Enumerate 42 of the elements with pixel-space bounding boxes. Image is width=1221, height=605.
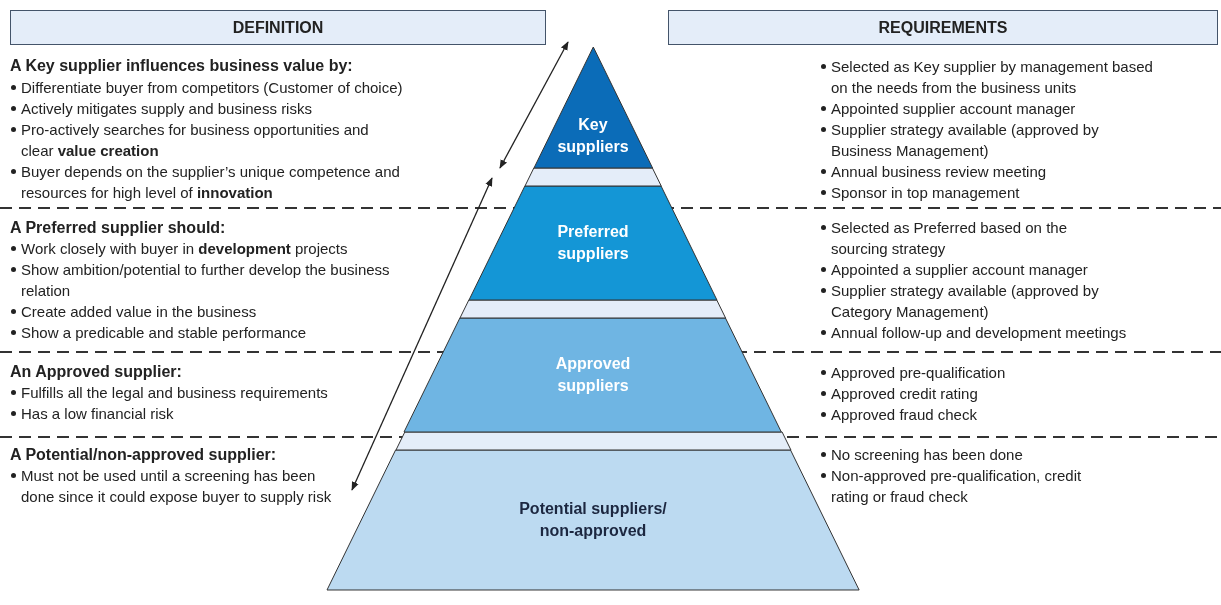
tier-label: Approved suppliers [554, 354, 632, 396]
header-text: REQUIREMENTS [878, 18, 1008, 37]
pyramid-tier [404, 318, 782, 432]
column-header [668, 10, 1218, 45]
tier-label: Preferred suppliers [556, 222, 630, 264]
pyramid-tier [469, 186, 717, 300]
bullet-text: Appointed a supplier account manager [820, 259, 1221, 280]
bullet-text: Pro-actively searches for business opportunities and clear value creation [10, 119, 391, 161]
bullet-text: Selected as Key supplier by management based on the needs from the business units [820, 56, 1161, 98]
bullet-text: Show ambition/potential to further develop the business relation [10, 259, 401, 301]
section-heading: A Preferred supplier should: [10, 218, 227, 238]
bullet-text: Non-approved pre-qualification, credit rating or fraud check [820, 465, 1101, 507]
bullet-text: Differentiate buyer from competitors (Customer of choice) [10, 77, 521, 98]
bullet-text: Work closely with buyer in development projects [10, 238, 481, 259]
column-header [10, 10, 546, 45]
section-heading: An Approved supplier: [10, 362, 183, 382]
tier-label: Potential suppliers/ non-approved [518, 499, 668, 541]
bullet-text: Annual business review meeting [820, 161, 1221, 182]
bullet-text: Selected as Preferred based on the sourcing strategy [820, 217, 1091, 259]
pyramid-tier [533, 47, 653, 168]
pyramid-band [460, 300, 726, 318]
bullet-text: No screening has been done [820, 444, 1221, 465]
tier-label: Key suppliers [556, 115, 630, 157]
bullet-text: Appointed supplier account manager [820, 98, 1221, 119]
bullet-text: Has a low financial risk [10, 403, 431, 424]
bullet-text: Supplier strategy available (approved by Business Management) [820, 119, 1121, 161]
bullet-text: Buyer depends on the supplier’s unique competence and resources for high level of innovation [10, 161, 451, 203]
bullet-text: Supplier strategy available (approved by Category Management) [820, 280, 1131, 322]
bullet-text: Show a predicable and stable performance [10, 322, 441, 343]
section-heading: A Key supplier influences business value by: [10, 56, 354, 76]
bullet-text: Must not be used until a screening has been done since it could expose buyer to supply risk [10, 465, 351, 507]
bullet-text: Create added value in the business [10, 301, 441, 322]
header-text: DEFINITION [232, 18, 324, 37]
bullet-text: Approved pre-qualification [820, 362, 1221, 383]
section-heading: A Potential/non-approved supplier: [10, 445, 278, 465]
bullet-text: Approved credit rating [820, 383, 1221, 404]
bullet-text: Annual follow-up and development meetings [820, 322, 1221, 343]
bullet-text: Sponsor in top management [820, 182, 1221, 203]
bullet-text: Approved fraud check [820, 404, 1221, 425]
bullet-text: Actively mitigates supply and business risks [10, 98, 521, 119]
bullet-text: Fulfills all the legal and business requirements [10, 382, 431, 403]
pyramid-band [524, 168, 662, 186]
